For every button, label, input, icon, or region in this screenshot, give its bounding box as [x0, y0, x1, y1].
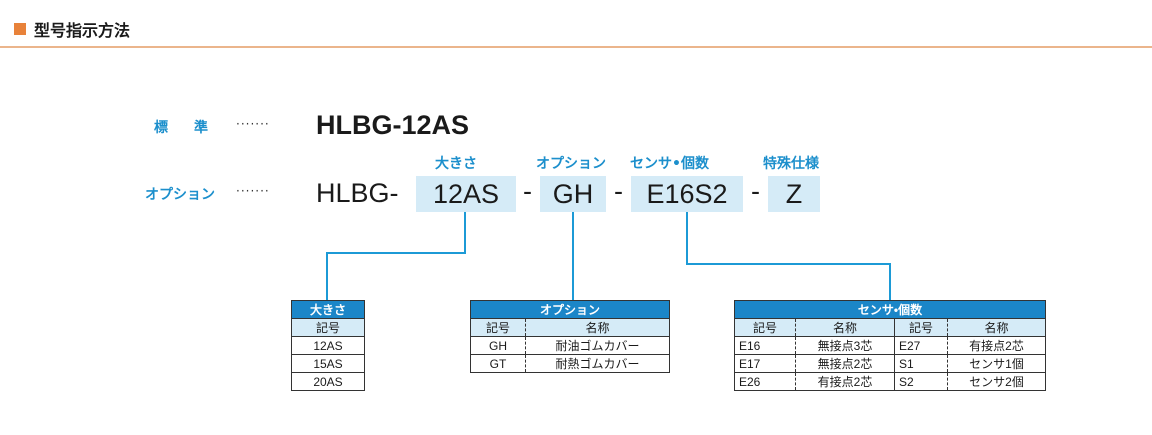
separator: -: [614, 176, 623, 206]
table-cell: GH: [470, 336, 526, 355]
table-cell: E16: [734, 336, 796, 355]
table-cell: GT: [470, 354, 526, 373]
table-cell: センサ1個: [947, 354, 1046, 373]
sensor-col-code: 記号: [734, 318, 796, 337]
sensor-table-title: センサ•個数: [734, 300, 1046, 319]
table-cell: 無接点3芯: [795, 336, 895, 355]
table-cell: E27: [894, 336, 948, 355]
orange-square-icon: [14, 23, 26, 35]
option-table: オプション 記号 名称 GH 耐油ゴムカバー GT 耐熱ゴムカバー: [470, 300, 670, 373]
table-cell: センサ2個: [947, 372, 1046, 391]
table-cell: 12AS: [291, 336, 365, 355]
connector-sensor: [686, 212, 891, 300]
table-cell: 15AS: [291, 354, 365, 373]
segment-label-size: 大きさ: [435, 156, 477, 172]
table-cell: 20AS: [291, 372, 365, 391]
option-col-code: 記号: [470, 318, 526, 337]
standard-label: 標 準: [154, 120, 214, 136]
sensor-table: センサ•個数 記号 名称 記号 名称 E16 無接点3芯 E27 有接点2芯 E…: [734, 300, 1046, 391]
option-dashes: ·······: [236, 184, 270, 198]
standard-model: HLBG-12AS: [316, 110, 470, 140]
size-table: 大きさ 記号 12AS 15AS 20AS: [291, 300, 365, 391]
size-table-col: 記号: [291, 318, 365, 337]
table-cell: E17: [734, 354, 796, 373]
segment-code-option: GH: [540, 176, 606, 212]
table-cell: S1: [894, 354, 948, 373]
separator: -: [523, 176, 532, 206]
segment-code-size: 12AS: [416, 176, 516, 212]
table-cell: 無接点2芯: [795, 354, 895, 373]
table-cell: 耐熱ゴムカバー: [525, 354, 670, 373]
option-table-title: オプション: [470, 300, 670, 319]
option-model-prefix: HLBG-: [316, 178, 399, 208]
connector-size: [326, 212, 466, 300]
standard-dashes: ·······: [236, 117, 270, 131]
option-label: オプション: [145, 187, 215, 203]
table-cell: E26: [734, 372, 796, 391]
segment-code-special: Z: [768, 176, 820, 212]
size-table-title: 大きさ: [291, 300, 365, 319]
option-col-name: 名称: [525, 318, 670, 337]
sensor-col-code: 記号: [894, 318, 948, 337]
table-cell: 有接点2芯: [947, 336, 1046, 355]
segment-code-sensor: E16S2: [631, 176, 743, 212]
segment-label-special: 特殊仕様: [763, 156, 819, 172]
separator: -: [751, 176, 760, 206]
table-cell: 耐油ゴムカバー: [525, 336, 670, 355]
table-cell: S2: [894, 372, 948, 391]
sensor-col-name: 名称: [795, 318, 895, 337]
table-cell: 有接点2芯: [795, 372, 895, 391]
sensor-col-name: 名称: [947, 318, 1046, 337]
segment-label-sensor: センサ•個数: [630, 156, 709, 172]
header-rule: [0, 46, 1152, 48]
section-title: 型号指示方法: [34, 21, 131, 40]
section-header: 型号指示方法: [14, 14, 130, 44]
segment-label-option: オプション: [536, 156, 606, 172]
